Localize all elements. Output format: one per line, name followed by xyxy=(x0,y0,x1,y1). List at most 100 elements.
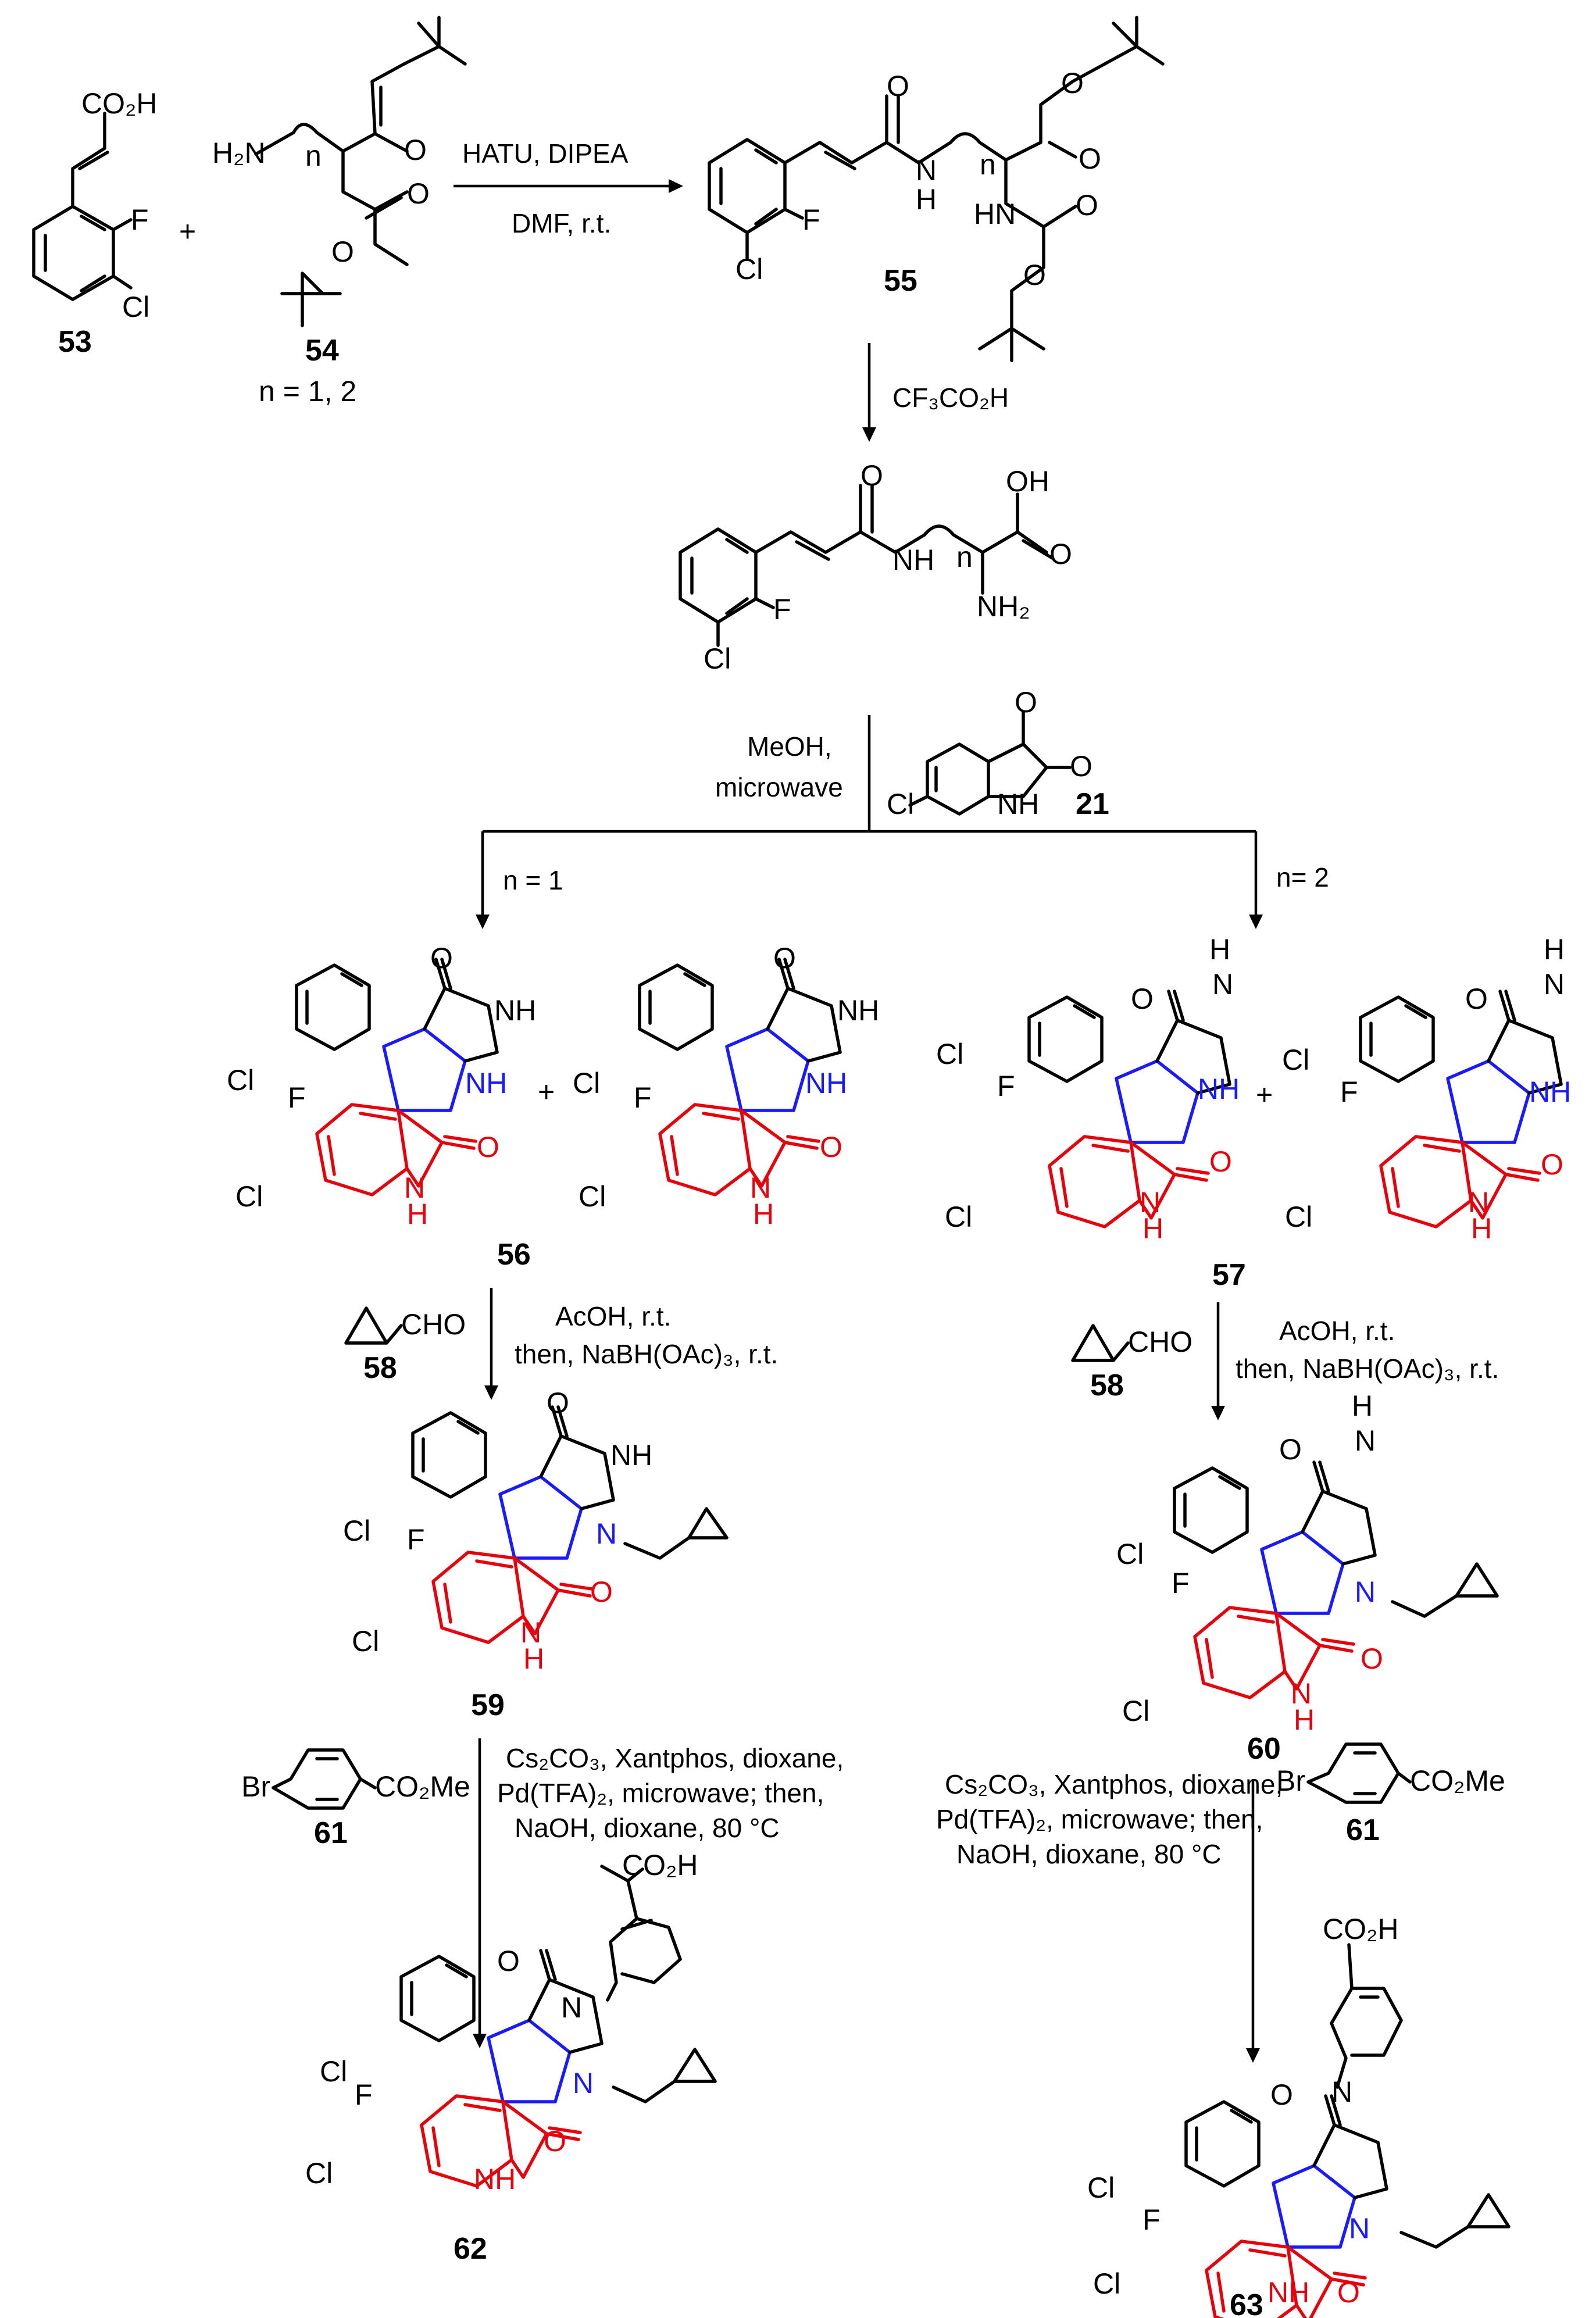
hydrogen-label: H xyxy=(523,1642,544,1675)
nitrogen-label: N xyxy=(1140,1186,1161,1219)
hydrogen-label: H xyxy=(1471,1212,1492,1245)
oxygen-label: O xyxy=(1023,259,1046,291)
nh-label: NH xyxy=(465,1067,507,1099)
compound-55-structure: O N H n O O HN O O F Cl xyxy=(708,16,1165,362)
aldehyde-label: CHO xyxy=(401,1308,466,1341)
condition-step1-bottom: DMF, r.t. xyxy=(512,208,611,238)
arrowhead xyxy=(476,915,490,929)
oxygen-label: O xyxy=(331,235,354,268)
nitrogen-label: N xyxy=(561,1991,582,2024)
hydrogen-label: H xyxy=(1352,1390,1373,1422)
chloro-label: Cl xyxy=(235,1180,263,1213)
compound-54-structure: H₂N n O O O xyxy=(212,16,467,327)
oxygen-label: O xyxy=(1465,983,1488,1015)
fluoro-label: F xyxy=(802,203,820,236)
chloro-label: Cl xyxy=(1122,1695,1149,1727)
fluoro-label: F xyxy=(355,2078,373,2111)
nitrogen-label: N xyxy=(1212,968,1233,1001)
compound-label-55: 55 xyxy=(884,264,917,298)
chloro-label: Cl xyxy=(352,1625,379,1658)
hydroxyl-label: OH xyxy=(1006,465,1049,498)
isatin-21-structure: O O NH Cl xyxy=(887,686,1092,820)
oxygen-label: O xyxy=(1337,2276,1360,2309)
compound-label-58: 58 xyxy=(363,1351,397,1385)
nh-label: NH xyxy=(837,994,879,1027)
chloro-label: Cl xyxy=(936,1038,963,1070)
compound-57-structure-b: Cl F O H N NH O N H Cl xyxy=(1282,933,1571,1245)
condition-step2: CF₃CO₂H xyxy=(892,383,1009,413)
chloro-label: Cl xyxy=(887,788,914,820)
chloro-label: Cl xyxy=(1285,1201,1312,1233)
oxygen-label: O xyxy=(590,1576,613,1608)
chloro-label: Cl xyxy=(1087,2171,1115,2204)
methyl-ester-label: CO₂Me xyxy=(1410,1765,1505,1797)
chloro-label: Cl xyxy=(1116,1538,1144,1570)
condition-reductive-amination-2: then, NaBH(OAc)₃, r.t. xyxy=(1236,1353,1499,1384)
methyl-ester-label: CO₂Me xyxy=(375,1770,470,1803)
hydrogen-label: H xyxy=(1209,933,1230,966)
compound-label-53: 53 xyxy=(58,325,92,359)
oxygen-label: O xyxy=(1079,142,1101,175)
nh-label: NH xyxy=(1267,2276,1309,2309)
compound-label-61: 61 xyxy=(1346,1813,1380,1847)
compound-label-21: 21 xyxy=(1076,787,1109,821)
nitrogen-label: N xyxy=(1544,968,1565,1001)
fluoro-label: F xyxy=(288,1081,306,1114)
nh-label: NH xyxy=(892,544,934,576)
compound-label-59: 59 xyxy=(471,1688,505,1722)
oxygen-label: O xyxy=(1270,2078,1293,2111)
compound-56-structure-a: Cl F O NH NH O N H Cl xyxy=(227,942,536,1230)
oxygen-label: O xyxy=(820,1131,842,1163)
oxygen-label: O xyxy=(430,942,453,974)
compound-63-structure: CO₂H Cl F O N N O NH Cl xyxy=(1087,1913,1511,2318)
arrowhead xyxy=(1249,915,1263,929)
compound-label-62: 62 xyxy=(454,2232,487,2266)
chloro-label: Cl xyxy=(227,1064,254,1097)
condition-step1-top: HATU, DIPEA xyxy=(462,138,629,169)
nitrogen-label: N xyxy=(1291,1677,1312,1710)
compound-60-structure: Cl F O H N N O N H Cl xyxy=(1116,1390,1499,1736)
chloro-label: Cl xyxy=(573,1067,600,1099)
aryl-bromide-61-structure: Br CO₂Me xyxy=(241,1748,470,1810)
fluoro-label: F xyxy=(634,1081,652,1114)
nitrogen-label: N xyxy=(520,1616,541,1649)
compound-62-structure: CO₂H Cl F O N N O NH Cl xyxy=(305,1849,717,2195)
oxygen-label: O xyxy=(1209,1145,1232,1178)
oxygen-label: O xyxy=(1049,538,1072,570)
carboxylic-acid-label: CO₂H xyxy=(1323,1913,1399,1945)
arrowhead xyxy=(473,2034,487,2048)
oxygen-label: O xyxy=(1279,1433,1302,1466)
oxygen-label: O xyxy=(1131,983,1154,1015)
oxygen-label: O xyxy=(861,459,883,492)
hydrogen-label: H xyxy=(1544,933,1565,966)
chloro-label: Cl xyxy=(1282,1044,1309,1076)
bromo-label: Br xyxy=(241,1770,270,1803)
chloro-label: Cl xyxy=(320,2055,347,2088)
nh-label: NH xyxy=(494,994,536,1027)
condition-reductive-amination-2: then, NaBH(OAc)₃, r.t. xyxy=(515,1339,778,1369)
nitrogen-label: N xyxy=(1349,2212,1370,2245)
condition-coupling-3: NaOH, dioxane, 80 °C xyxy=(956,1839,1222,1869)
nh-label: NH xyxy=(1198,1073,1240,1105)
nitrogen-label: N xyxy=(596,1517,617,1550)
condition-branch-left: n = 1 xyxy=(503,865,563,895)
nitrogen-label: N xyxy=(750,1171,771,1204)
fluoro-label: F xyxy=(407,1523,425,1556)
nitrogen-label: N xyxy=(1355,1424,1376,1457)
condition-reductive-amination-1: AcOH, r.t. xyxy=(555,1301,671,1331)
condition-coupling-2: Pd(TFA)₂, microwave; then, xyxy=(497,1778,824,1808)
nitrogen-label: N xyxy=(1331,2076,1352,2108)
compound-label-63: 63 xyxy=(1230,2288,1263,2318)
hydrogen-label: H xyxy=(1142,1212,1163,1245)
chloro-label: Cl xyxy=(735,253,763,285)
oxygen-label: O xyxy=(404,134,427,166)
plus-sign: + xyxy=(179,215,196,248)
oxygen-label: O xyxy=(773,942,796,974)
arrowhead xyxy=(484,1385,498,1400)
arrowhead xyxy=(1246,2048,1260,2063)
condition-coupling-1: Cs₂CO₃, Xantphos, dioxane, xyxy=(506,1743,844,1773)
compound-label-57: 57 xyxy=(1212,1258,1246,1292)
bromo-label: Br xyxy=(1276,1765,1305,1797)
condition-branch-right: n= 2 xyxy=(1276,862,1329,892)
condition-coupling-2: Pd(TFA)₂, microwave; then, xyxy=(936,1804,1263,1834)
